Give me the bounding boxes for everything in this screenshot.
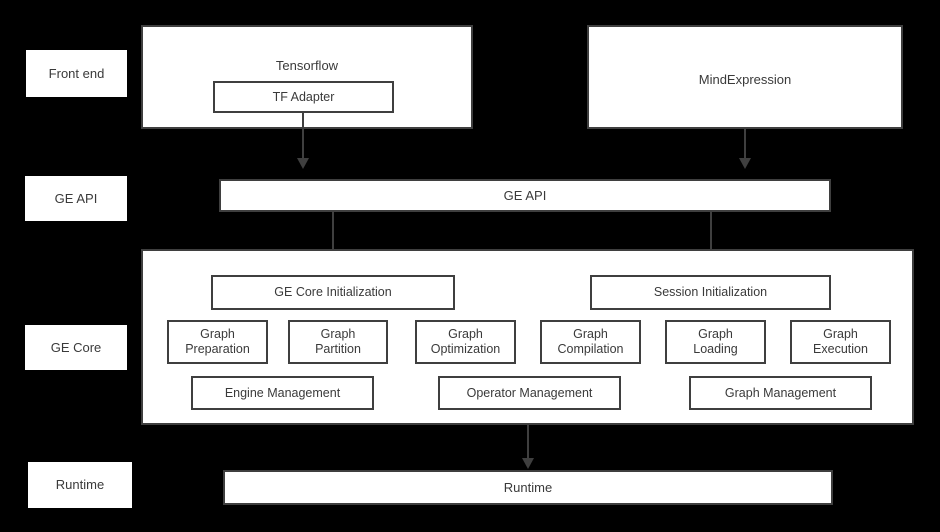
graph-compilation-label: Graph Compilation — [557, 327, 624, 356]
session-initialization-label: Session Initialization — [653, 285, 768, 299]
graph-execution-node[interactable]: Graph Execution — [790, 320, 891, 364]
stage-label-runtime-text: Runtime — [55, 477, 105, 493]
graph-compilation-node[interactable]: Graph Compilation — [540, 320, 641, 364]
connector-ge-api-to-session-init — [710, 212, 712, 262]
connector-mindexpression-to-ge-api — [744, 129, 746, 161]
arrowhead-mindexpression-to-ge-api — [739, 158, 751, 169]
stage-label-ge-api: GE API — [25, 176, 127, 221]
connector-ge-api-to-ge-core-init — [332, 212, 334, 262]
graph-management-label: Graph Management — [724, 385, 837, 400]
runtime-bar[interactable]: Runtime — [223, 470, 833, 505]
ge-api-bar[interactable]: GE API — [219, 179, 831, 212]
connector-tf-adapter-to-ge-api — [302, 113, 304, 161]
connector-ge-core-to-runtime — [527, 425, 529, 461]
stage-label-runtime: Runtime — [28, 462, 132, 508]
stage-label-ge-api-text: GE API — [54, 190, 98, 206]
graph-partition-label: Graph Partition — [315, 327, 361, 356]
engine-management-node[interactable]: Engine Management — [191, 376, 374, 410]
engine-management-label: Engine Management — [224, 385, 341, 400]
arrowhead-ge-core-to-runtime — [522, 458, 534, 469]
tensorflow-panel-title: Tensorflow — [275, 58, 339, 73]
graph-optimization-node[interactable]: Graph Optimization — [415, 320, 516, 364]
graph-partition-node[interactable]: Graph Partition — [288, 320, 388, 364]
graph-loading-node[interactable]: Graph Loading — [665, 320, 766, 364]
tf-adapter-node[interactable]: TF Adapter — [213, 81, 394, 113]
operator-management-node[interactable]: Operator Management — [438, 376, 621, 410]
stage-label-ge-core: GE Core — [25, 325, 127, 370]
session-initialization-node[interactable]: Session Initialization — [590, 275, 831, 310]
graph-loading-label: Graph Loading — [693, 327, 738, 356]
graph-execution-label: Graph Execution — [813, 327, 868, 356]
operator-management-label: Operator Management — [466, 385, 593, 400]
tensorflow-panel[interactable]: Tensorflow — [141, 25, 473, 129]
arrowhead-tf-adapter-to-ge-api — [297, 158, 309, 169]
stage-label-front-end: Front end — [26, 50, 127, 97]
graph-optimization-label: Graph Optimization — [430, 327, 501, 356]
stage-label-ge-core-text: GE Core — [50, 339, 102, 355]
ge-core-initialization-node[interactable]: GE Core Initialization — [211, 275, 455, 310]
mindexpression-panel-title: MindExpression — [698, 72, 792, 87]
graph-management-node[interactable]: Graph Management — [689, 376, 872, 410]
runtime-bar-label: Runtime — [503, 479, 553, 495]
graph-preparation-label: Graph Preparation — [185, 327, 250, 356]
graph-preparation-node[interactable]: Graph Preparation — [167, 320, 268, 364]
ge-core-initialization-label: GE Core Initialization — [274, 285, 392, 299]
tf-adapter-label: TF Adapter — [272, 89, 335, 104]
stage-label-front-end-text: Front end — [48, 65, 105, 81]
mindexpression-panel[interactable]: MindExpression — [587, 25, 903, 129]
ge-api-bar-label: GE API — [503, 187, 547, 203]
